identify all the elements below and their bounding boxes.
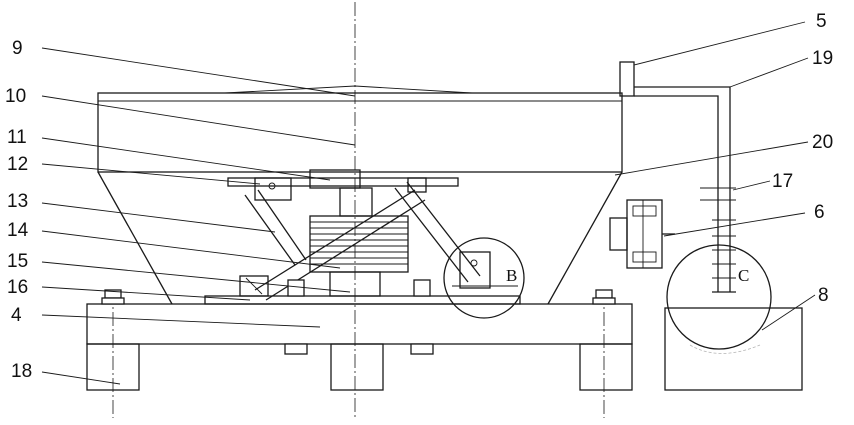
bolt-right: [592, 289, 616, 305]
label-13: 13: [7, 191, 28, 212]
upper-hinge-pin: [268, 182, 276, 190]
label-6: 6: [814, 202, 825, 223]
upper-right-hinge: [407, 177, 427, 193]
label-20: 20: [812, 132, 833, 153]
base-plate: [86, 303, 633, 345]
detail-circle-b: [443, 237, 525, 319]
label-16: 16: [7, 277, 28, 298]
upper-hinge-block: [254, 177, 292, 201]
label-4: 4: [11, 305, 22, 326]
bolt-left: [101, 289, 125, 305]
foot-right: [579, 343, 633, 391]
label-5: 5: [816, 11, 827, 32]
label-19: 19: [812, 48, 833, 69]
roller-base-block: [664, 307, 803, 391]
roller-ghost-arc: [689, 344, 761, 354]
roller-c: [666, 244, 772, 350]
bolt-center-left: [284, 279, 308, 355]
scissor-arm-right: [394, 181, 481, 283]
label-17: 17: [772, 171, 793, 192]
center-block: [309, 169, 361, 189]
actuator: [609, 199, 675, 269]
label-8: 8: [818, 285, 829, 306]
top-plate: [227, 177, 459, 187]
leader-lines: [41, 21, 816, 385]
label-18: 18: [11, 361, 32, 382]
pipe-rungs: [700, 187, 736, 279]
top-cover-curve: [224, 85, 473, 94]
spring-stack: [309, 187, 409, 297]
pipe-inner: [634, 95, 719, 292]
label-12: 12: [7, 154, 28, 175]
sensor-box: [619, 61, 635, 97]
label-10: 10: [5, 86, 26, 107]
detail-label-c: C: [738, 266, 749, 285]
detail-label-b: B: [506, 266, 517, 285]
support-plate: [204, 295, 521, 305]
label-15: 15: [7, 251, 28, 272]
hopper-left-side: [97, 171, 173, 305]
scissor-arm-left: [244, 189, 307, 266]
hopper-right-side: [547, 171, 623, 305]
detail-b-hinge: [452, 251, 518, 289]
upper-box: [97, 92, 623, 173]
lower-hinge: [239, 275, 269, 297]
label-14: 14: [7, 220, 29, 241]
foot-center: [330, 343, 384, 391]
label-11: 11: [7, 127, 27, 148]
bolt-center-right: [410, 279, 434, 355]
label-9: 9: [12, 38, 23, 59]
